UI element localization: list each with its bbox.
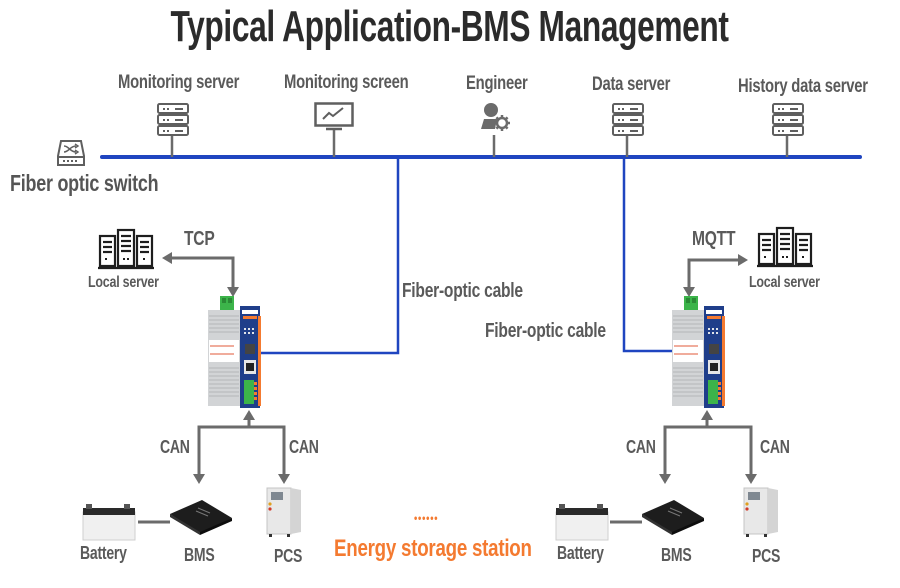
right-local-server-label: Local server: [749, 274, 820, 291]
mqtt-label: MQTT: [692, 228, 736, 250]
node-stubs: [170, 130, 789, 157]
right-gateway-device: [672, 296, 725, 408]
node-label-monitoring-screen: Monitoring screen: [284, 72, 409, 93]
left-local-server-icon: [98, 228, 154, 270]
right-can-label-bms: CAN: [626, 437, 656, 457]
right-battery-icon: [555, 504, 609, 541]
fiber-switch-icon: [57, 140, 85, 166]
right-can-tree: [663, 414, 753, 478]
monitoring-server-icon: [157, 103, 189, 136]
tcp-label: TCP: [184, 228, 215, 250]
right-fiber-cable-label: Fiber-optic cable: [485, 320, 606, 342]
left-can-arrow-pcs: [278, 474, 290, 484]
left-local-server-label: Local server: [88, 274, 159, 291]
left-can-tree: [197, 414, 286, 478]
left-gateway-device: [208, 296, 261, 408]
engineer-gear-icon: [481, 103, 510, 131]
history-data-server-icon: [772, 103, 804, 136]
left-fiber-cable: [256, 157, 400, 355]
tcp-arrowhead-left: [162, 252, 172, 264]
right-battery-label: Battery: [557, 543, 604, 563]
monitor-chart-icon: [314, 102, 354, 131]
right-bms-label: BMS: [661, 545, 692, 565]
mqtt-arrowhead-right: [738, 254, 748, 266]
left-can-label-bms: CAN: [160, 437, 190, 457]
energy-storage-caption: Energy storage station: [334, 535, 532, 562]
right-can-arrow-up: [701, 410, 713, 420]
left-can-arrow-bms: [193, 474, 205, 484]
tcp-arrowhead-down: [227, 287, 239, 297]
right-pcs-icon: [743, 487, 778, 537]
fiber-switch-label: Fiber optic switch: [10, 170, 159, 196]
right-can-arrow-pcs: [745, 474, 757, 484]
right-local-server-icon: [757, 226, 813, 268]
left-can-arrow-up: [243, 410, 255, 420]
page-title-text: Typical Application-BMS Management: [170, 2, 730, 51]
tcp-connector: [170, 256, 235, 292]
mqtt-arrowhead-down: [683, 287, 695, 297]
left-fiber-cable-label: Fiber-optic cable: [402, 280, 523, 302]
left-pcs-label: PCS: [274, 546, 303, 566]
left-pcs-icon: [266, 487, 301, 537]
left-battery-label: Battery: [80, 543, 127, 563]
right-can-arrow-bms: [659, 474, 671, 484]
footer-dots: ••••••: [414, 511, 439, 525]
page-title: Typical Application-BMS Management: [0, 2, 900, 52]
right-pcs-label: PCS: [752, 546, 781, 566]
right-can-label-pcs: CAN: [760, 437, 790, 457]
left-battery-icon: [82, 504, 136, 541]
node-label-history-data-server: History data server: [738, 76, 868, 97]
left-bms-icon: [170, 500, 232, 535]
left-can-label-pcs: CAN: [289, 437, 319, 457]
right-bms-icon: [642, 500, 704, 535]
node-label-data-server: Data server: [592, 74, 671, 95]
left-bms-label: BMS: [184, 545, 215, 565]
mqtt-connector: [687, 258, 740, 292]
data-server-icon: [612, 103, 644, 136]
node-label-monitoring-server: Monitoring server: [118, 72, 240, 93]
node-label-engineer: Engineer: [466, 73, 528, 94]
